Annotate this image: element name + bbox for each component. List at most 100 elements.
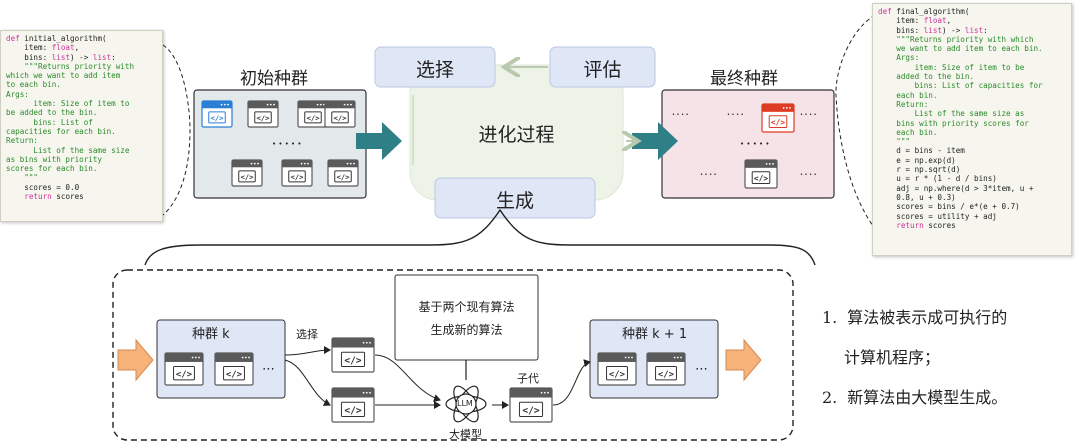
code-line: item: Size of item to be bbox=[878, 62, 1025, 72]
code-window-icon: </> bbox=[646, 352, 686, 386]
select-small-label: 选择 bbox=[296, 328, 318, 341]
code-line: List of the same size bbox=[6, 145, 130, 155]
initial-dots: • • • • • bbox=[272, 140, 302, 148]
initial-algorithm-code: def initial_algorithm( item: float, bins… bbox=[0, 30, 163, 222]
crossover-line1: 基于两个现有算法 bbox=[418, 300, 515, 314]
population-k-ellipsis: ⋯ bbox=[262, 362, 275, 377]
note-item-1: 1.算法被表示成可执行的 bbox=[822, 308, 1008, 327]
code-line: return scores bbox=[6, 192, 84, 202]
code-line: bins with priority scores for bbox=[878, 118, 1029, 128]
svg-text:</>: </> bbox=[210, 113, 224, 122]
code-line: """Returns priority with which bbox=[878, 34, 1034, 44]
code-line: def initial_algorithm( bbox=[6, 34, 107, 43]
code-line: as bins with priority bbox=[6, 154, 103, 164]
code-window-icon: </> bbox=[509, 387, 553, 423]
code-line: scores for each bin. bbox=[6, 164, 98, 174]
notes-list: 1.算法被表示成可执行的 计算机程序； 2.新算法由大模型生成。 bbox=[822, 298, 1072, 418]
teal-arrow-right bbox=[632, 122, 678, 160]
code-window-icon: </> bbox=[201, 100, 233, 128]
code-window-icon: </> bbox=[327, 159, 359, 187]
code-line: added to the bin. bbox=[878, 72, 975, 82]
code-line: r = np.sqrt(d) bbox=[878, 165, 961, 175]
initial-code-connector bbox=[162, 44, 191, 216]
final-algorithm-code: def final_algorithm( item: float, bins: … bbox=[872, 3, 1072, 256]
evaluate-box bbox=[549, 46, 656, 88]
code-line: each bin. bbox=[878, 127, 938, 137]
code-line: item: float, bbox=[6, 43, 80, 53]
code-line: each bin. bbox=[878, 90, 938, 100]
llm-badge: LLM bbox=[457, 399, 473, 408]
code-window-icon: </> bbox=[761, 103, 795, 133]
bottom-dashed-panel bbox=[112, 269, 794, 441]
flow-to-llm-1 bbox=[374, 354, 441, 402]
crossover-line2: 生成新的算法 bbox=[430, 323, 503, 337]
code-line: bins: List of capacities for bbox=[878, 81, 1043, 91]
final-dots-mid: • • • • bbox=[727, 112, 744, 118]
svg-text:</>: </> bbox=[226, 370, 242, 380]
code-line: scores = 0.0 bbox=[6, 182, 80, 192]
code-line: bins: List of bbox=[6, 117, 93, 127]
final-dots-left: • • • • bbox=[672, 112, 689, 118]
svg-text:</>: </> bbox=[344, 355, 361, 366]
brace bbox=[144, 208, 816, 266]
code-line: bins: list) -> list: bbox=[6, 52, 116, 62]
select-box bbox=[374, 46, 496, 88]
code-line: Return: bbox=[6, 136, 39, 146]
note-item-2: 2.新算法由大模型生成。 bbox=[822, 388, 1008, 407]
code-line: which we want to add item bbox=[6, 71, 121, 81]
llm-icon bbox=[445, 385, 487, 423]
code-line: Args: bbox=[878, 53, 920, 63]
code-line: we want to add item to each bin. bbox=[878, 44, 1043, 54]
population-k1-ellipsis: ⋯ bbox=[695, 362, 708, 377]
evolution-label: 进化过程 bbox=[478, 124, 555, 146]
code-line: item: float, bbox=[878, 16, 952, 26]
flow-select-2 bbox=[284, 359, 331, 406]
svg-text:</>: </> bbox=[306, 113, 320, 122]
generate-box bbox=[434, 177, 596, 219]
code-window-icon: </> bbox=[297, 100, 329, 128]
final-population-title: 最终种群 bbox=[710, 69, 778, 89]
code-window-icon: </> bbox=[247, 100, 279, 128]
code-line: Args: bbox=[6, 89, 29, 99]
orange-arrow-out bbox=[725, 338, 762, 382]
svg-text:</>: </> bbox=[240, 172, 254, 181]
code-window-icon: </> bbox=[164, 352, 204, 386]
code-window-icon: </> bbox=[331, 387, 375, 423]
code-line: """Returns priority with bbox=[6, 61, 135, 71]
svg-text:</>: </> bbox=[176, 370, 192, 380]
evaluate-label: 评估 bbox=[583, 59, 622, 81]
code-window-icon: </> bbox=[214, 352, 254, 386]
code-line: adj = np.where(d > 3*item, u + bbox=[878, 183, 1034, 193]
final-dots-br: • • • • bbox=[800, 172, 817, 178]
svg-text:</>: </> bbox=[290, 172, 304, 181]
svg-text:</>: </> bbox=[754, 174, 768, 183]
llm-label: 大模型 bbox=[449, 428, 482, 441]
final-dots-bl: • • • • bbox=[700, 172, 717, 178]
code-line: return scores bbox=[878, 220, 956, 230]
flow-offspring-k1 bbox=[552, 359, 591, 406]
select-label: 选择 bbox=[415, 59, 454, 81]
code-line: List of the same size as bbox=[878, 109, 1025, 119]
final-dots-right: • • • • bbox=[800, 112, 817, 118]
svg-text:</>: </> bbox=[771, 118, 785, 127]
teal-arrow-left bbox=[356, 122, 402, 160]
code-line: be added to the bin. bbox=[6, 108, 98, 118]
code-window-icon: </> bbox=[744, 159, 778, 189]
code-line: def final_algorithm( bbox=[878, 7, 970, 16]
code-line: scores = bins / e*(e + 0.7) bbox=[878, 202, 1020, 212]
code-line: """ bbox=[878, 137, 911, 147]
svg-text:</>: </> bbox=[609, 370, 625, 380]
code-line: 0.8, u + 0.3) bbox=[878, 192, 956, 202]
code-line: Return: bbox=[878, 99, 929, 109]
code-line: u = r * (1 - d / bins) bbox=[878, 174, 997, 184]
code-window-icon: </> bbox=[324, 100, 356, 128]
orange-arrow-in bbox=[117, 338, 154, 382]
final-dots: • • • • • bbox=[740, 140, 770, 148]
code-line: d = bins - item bbox=[878, 146, 965, 156]
offspring-label: 子代 bbox=[517, 372, 539, 385]
svg-text:</>: </> bbox=[256, 113, 270, 122]
code-line: item: Size of item to bbox=[6, 99, 130, 109]
generate-label: 生成 bbox=[495, 190, 534, 212]
code-line: to each bin. bbox=[6, 80, 61, 90]
code-line: bins: list) -> list: bbox=[878, 25, 988, 35]
